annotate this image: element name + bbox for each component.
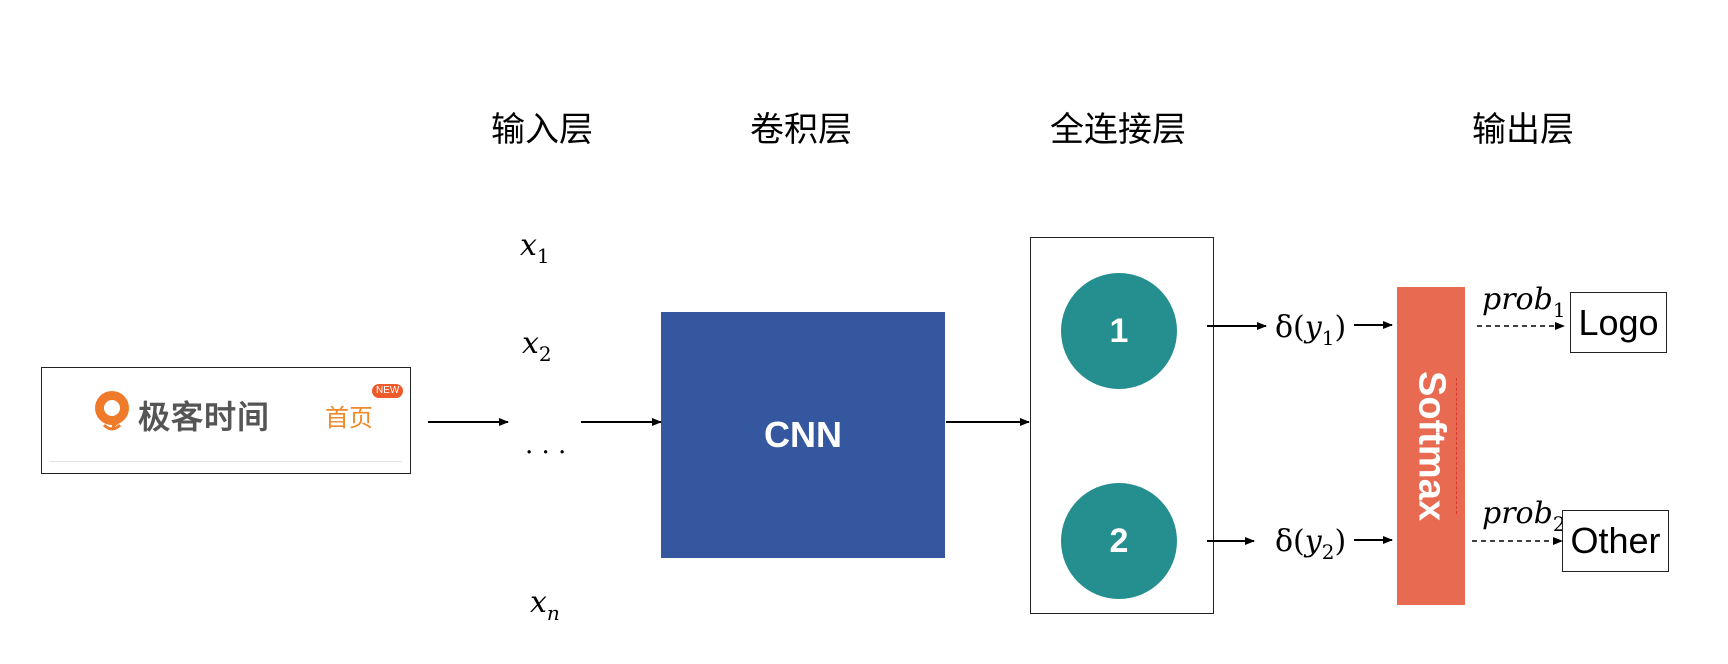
fully-connected-box: [1030, 237, 1214, 614]
prob-2-label: prob2: [1482, 496, 1566, 536]
layer-title-conv: 卷积层: [750, 110, 852, 150]
prob-1-label: prob1: [1482, 282, 1566, 322]
home-link: 首页: [325, 404, 373, 432]
input-xn: xn: [530, 585, 560, 625]
output-class-other: Other: [1562, 510, 1669, 572]
brand-name: 极客时间: [138, 398, 271, 436]
new-badge: NEW: [372, 384, 404, 398]
input-x2: x2: [522, 326, 552, 366]
cnn-label: CNN: [764, 414, 842, 455]
activation-2: δ(y2): [1275, 524, 1347, 564]
geektime-logo-icon: [92, 389, 132, 437]
activation-1: δ(y1): [1275, 310, 1347, 350]
header-divider: [50, 461, 402, 462]
cnn-block: CNN: [661, 312, 945, 558]
input-image: 极客时间 首页 NEW: [41, 367, 411, 474]
softmax-bar: [1397, 287, 1465, 605]
softmax-guide-line: [1456, 378, 1457, 514]
layer-title-output: 输出层: [1472, 110, 1574, 150]
input-x1: x1: [520, 228, 550, 268]
fc-node-1: 1: [1061, 273, 1177, 389]
input-ellipsis: . . .: [525, 430, 567, 460]
layer-title-input: 输入层: [491, 110, 593, 150]
layer-title-fc: 全连接层: [1050, 110, 1186, 150]
output-class-logo: Logo: [1570, 292, 1667, 353]
fc-node-2: 2: [1061, 483, 1177, 599]
